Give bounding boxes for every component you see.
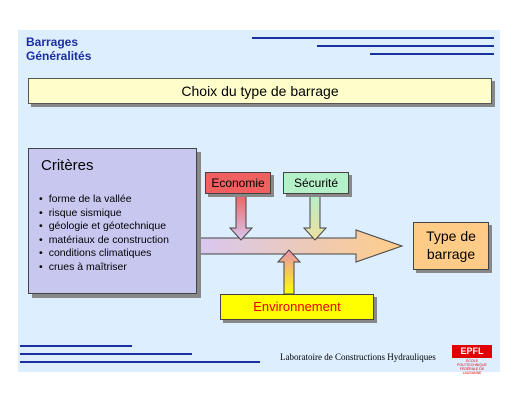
criteria-box: Critères forme de la vallée risque sismi… — [28, 148, 197, 294]
result-box: Type de barrage — [413, 222, 489, 270]
footer-rule-3 — [20, 361, 260, 363]
economie-box: Economie — [205, 172, 271, 194]
header-line2: Généralités — [26, 49, 92, 63]
criteria-item: conditions climatiques — [39, 247, 169, 261]
epfl-logo-text: EPFL — [452, 345, 492, 358]
result-line2: barrage — [426, 246, 476, 262]
footer-rule-2 — [20, 353, 192, 355]
header-rule-2 — [317, 45, 494, 47]
page-title: Choix du type de barrage — [28, 78, 492, 104]
header-rule-1 — [252, 37, 494, 39]
environnement-arrow — [276, 249, 302, 295]
main-flow-arrow — [198, 229, 404, 263]
slide-header: Barrages Généralités — [26, 35, 91, 63]
criteria-item: crues à maîtriser — [39, 261, 169, 275]
criteria-item: géologie et géotechnique — [39, 220, 169, 234]
environnement-box: Environnement — [220, 294, 374, 320]
criteria-item: forme de la vallée — [39, 193, 169, 207]
footer-lab-name: Laboratoire de Constructions Hydraulique… — [280, 352, 436, 362]
result-line1: Type de — [426, 228, 476, 244]
header-line1: Barrages — [26, 35, 79, 49]
criteria-title: Critères — [41, 157, 94, 174]
criteria-item: risque sismique — [39, 207, 169, 221]
securite-arrow — [302, 193, 328, 241]
footer-rule-1 — [20, 345, 132, 347]
criteria-list: forme de la vallée risque sismique géolo… — [39, 193, 169, 274]
economie-arrow — [228, 193, 254, 241]
epfl-logo: EPFL ÉCOLE POLYTECHNIQUE FÉDÉRALE DE LAU… — [452, 345, 492, 375]
securite-box: Sécurité — [283, 172, 349, 194]
header-rule-3 — [370, 53, 494, 55]
epfl-logo-subtext: ÉCOLE POLYTECHNIQUE FÉDÉRALE DE LAUSANNE — [457, 359, 487, 375]
criteria-item: matériaux de construction — [39, 234, 169, 248]
